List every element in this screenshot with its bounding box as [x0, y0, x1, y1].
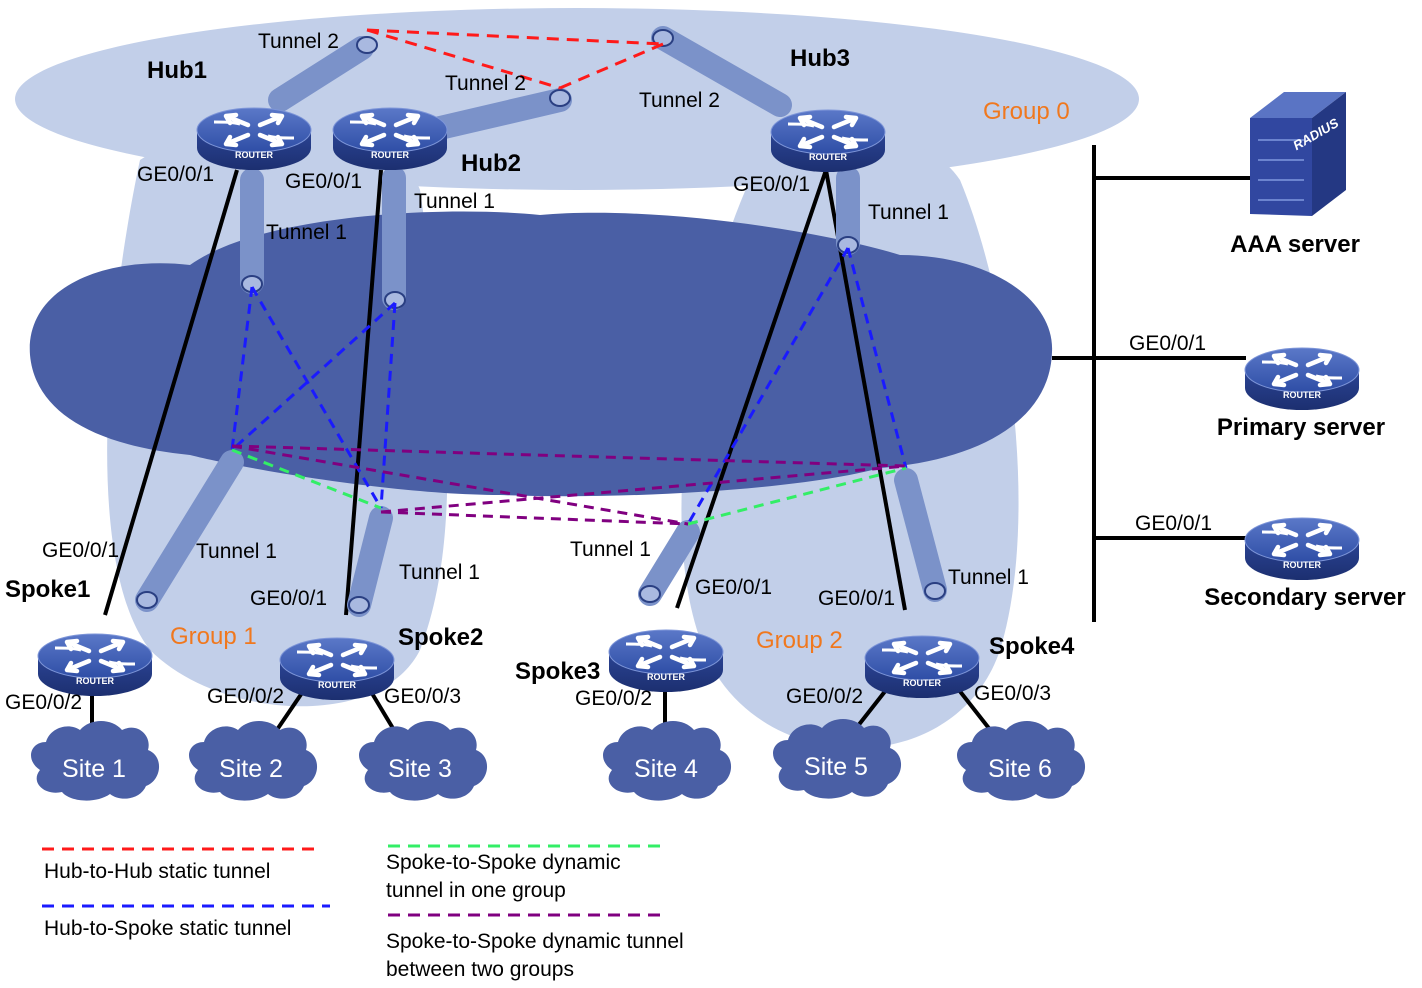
spoke4-tunnel1-label: Tunnel 1 — [948, 566, 1029, 589]
hub1-port-label: GE0/0/1 — [137, 163, 214, 186]
spoke3-name: Spoke3 — [515, 658, 600, 685]
spoke1-port-label: GE0/0/2 — [5, 691, 82, 714]
secondary-server-port-label: GE0/0/1 — [1135, 512, 1212, 535]
hub2-tunnel2-label: Tunnel 2 — [445, 72, 526, 95]
router-badge: ROUTER — [76, 676, 115, 686]
primary-server-port-label: GE0/0/1 — [1129, 332, 1206, 355]
spoke4-port-label: GE0/0/2 — [786, 685, 863, 708]
hub2-name: Hub2 — [461, 150, 521, 177]
legend-label: Hub-to-Spoke static tunnel — [44, 917, 291, 940]
group-0-label: Group 0 — [983, 98, 1070, 125]
spoke4-name: Spoke4 — [989, 633, 1075, 660]
tunnel-pipe — [135, 26, 947, 617]
site-4-label: Site 4 — [634, 755, 698, 783]
hub3-port-label: GE0/0/1 — [733, 173, 810, 196]
hub1-tunnel1-label: Tunnel 1 — [266, 221, 347, 244]
legend-item-spoke-to-spoke-same-group: Spoke-to-Spoke dynamic tunnel in one gro… — [386, 844, 666, 902]
aaa-server-name: AAA server — [1230, 231, 1360, 258]
group-2-label: Group 2 — [756, 627, 843, 654]
site-6-cloud[interactable]: Site 6 — [957, 721, 1086, 801]
router-badge: ROUTER — [647, 672, 686, 682]
tunnel-endpoint — [136, 29, 946, 614]
router-badge: ROUTER — [1283, 560, 1322, 570]
spoke3-uplink-label: GE0/0/1 — [695, 576, 772, 599]
legend-label: Spoke-to-Spoke dynamic tunnel — [386, 930, 684, 953]
spoke2-uplink-label: GE0/0/1 — [250, 587, 327, 610]
router-badge: ROUTER — [235, 150, 274, 160]
spoke1-router[interactable]: ROUTER — [38, 634, 152, 696]
router-badge: ROUTER — [809, 152, 848, 162]
primary-server-name: Primary server — [1217, 414, 1385, 441]
spoke2-port-label: GE0/0/2 — [207, 685, 284, 708]
hub2-tunnel1-label: Tunnel 1 — [414, 190, 495, 213]
spoke4-uplink-label: GE0/0/1 — [818, 587, 895, 610]
spoke1-uplink-label: GE0/0/1 — [42, 539, 119, 562]
site-5-cloud[interactable]: Site 5 — [773, 719, 902, 799]
router-badge: ROUTER — [903, 678, 942, 688]
router-badge: ROUTER — [371, 150, 410, 160]
hub3-name: Hub3 — [790, 45, 850, 72]
legend: Hub-to-Hub static tunnel Hub-to-Spoke st… — [42, 844, 684, 981]
spoke-to-spoke-cross-group-tunnels — [231, 444, 907, 526]
tunnel-pipes — [135, 26, 947, 617]
legend-label: between two groups — [386, 958, 574, 981]
hub2-port-label: GE0/0/1 — [285, 170, 362, 193]
site-4-cloud[interactable]: Site 4 — [603, 721, 732, 801]
legend-label: Hub-to-Hub static tunnel — [44, 860, 270, 883]
aaa-server-icon[interactable]: RADIUS — [1250, 92, 1346, 216]
spoke2-port-label: GE0/0/3 — [384, 685, 461, 708]
secondary-server-name: Secondary server — [1204, 584, 1405, 611]
legend-item-hub-to-hub: Hub-to-Hub static tunnel — [42, 847, 320, 883]
spoke2-tunnel1-label: Tunnel 1 — [399, 561, 480, 584]
spoke3-router[interactable]: ROUTER — [609, 630, 723, 692]
hub3-router[interactable]: ROUTER — [771, 110, 885, 172]
site-2-cloud[interactable]: Site 2 — [189, 721, 318, 801]
spoke1-name: Spoke1 — [5, 576, 90, 603]
spoke4-port-label: GE0/0/3 — [974, 682, 1051, 705]
site-2-label: Site 2 — [219, 755, 283, 783]
spoke3-port-label: GE0/0/2 — [575, 687, 652, 710]
secondary-server-router[interactable]: ROUTER — [1245, 518, 1359, 580]
spoke4-router[interactable]: ROUTER — [865, 636, 979, 698]
legend-label: tunnel in one group — [386, 879, 566, 902]
hub1-name: Hub1 — [147, 57, 207, 84]
legend-label: Spoke-to-Spoke dynamic — [386, 851, 621, 874]
router-badge: ROUTER — [1283, 390, 1322, 400]
site-5-label: Site 5 — [804, 753, 868, 781]
spoke3-tunnel1-label: Tunnel 1 — [570, 538, 651, 561]
hub-to-spoke-tunnels — [230, 247, 908, 525]
spoke-to-spoke-same-group-tunnels — [231, 448, 907, 526]
site-6-label: Site 6 — [988, 755, 1052, 783]
spoke1-tunnel1-label: Tunnel 1 — [196, 540, 277, 563]
site-1-label: Site 1 — [62, 755, 126, 783]
group-1-label: Group 1 — [170, 623, 257, 650]
site-3-label: Site 3 — [388, 755, 452, 783]
spoke2-router[interactable]: ROUTER — [280, 638, 394, 700]
hub-to-hub-tunnels — [366, 28, 664, 90]
spoke2-name: Spoke2 — [398, 624, 483, 651]
router-badge: ROUTER — [318, 680, 357, 690]
legend-item-spoke-to-spoke-cross-group: Spoke-to-Spoke dynamic tunnel between tw… — [386, 913, 684, 981]
hub2-router[interactable]: ROUTER — [333, 108, 447, 170]
hub3-tunnel2-label: Tunnel 2 — [639, 89, 720, 112]
legend-item-hub-to-spoke: Hub-to-Spoke static tunnel — [42, 904, 330, 940]
primary-server-router[interactable]: ROUTER — [1245, 348, 1359, 410]
hub3-tunnel1-label: Tunnel 1 — [868, 201, 949, 224]
site-1-cloud[interactable]: Site 1 — [31, 721, 160, 801]
hub1-tunnel2-label: Tunnel 2 — [258, 30, 339, 53]
hub1-router[interactable]: ROUTER — [197, 108, 311, 170]
site-3-cloud[interactable]: Site 3 — [359, 721, 488, 801]
core-network-cloud — [29, 211, 1053, 497]
